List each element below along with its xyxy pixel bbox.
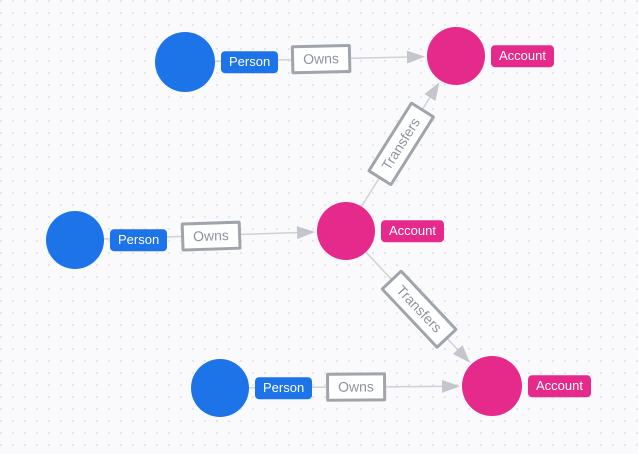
node-label-account[interactable]: Account: [528, 375, 591, 397]
edge-arrowhead-icon: [406, 50, 426, 64]
node-label-person[interactable]: Person: [221, 51, 279, 73]
node-label-account[interactable]: Account: [491, 45, 554, 67]
node-label-person[interactable]: Person: [255, 377, 313, 399]
node-person[interactable]: [191, 359, 249, 417]
node-account[interactable]: [317, 202, 375, 260]
node-label-account[interactable]: Account: [381, 220, 444, 242]
node-person[interactable]: [155, 32, 215, 92]
node-account[interactable]: [427, 27, 485, 85]
node-account[interactable]: [462, 356, 522, 416]
edge-label-owns[interactable]: Owns: [180, 220, 241, 251]
node-person[interactable]: [46, 211, 104, 269]
edge-arrowhead-icon: [424, 82, 440, 101]
node-label-person[interactable]: Person: [110, 229, 168, 251]
edge-label-owns[interactable]: Owns: [290, 43, 351, 75]
edge-label-owns[interactable]: Owns: [325, 372, 387, 402]
edge-arrowhead-icon: [296, 226, 316, 240]
edge-arrowhead-icon: [452, 345, 471, 363]
edge-arrowhead-icon: [441, 379, 461, 393]
